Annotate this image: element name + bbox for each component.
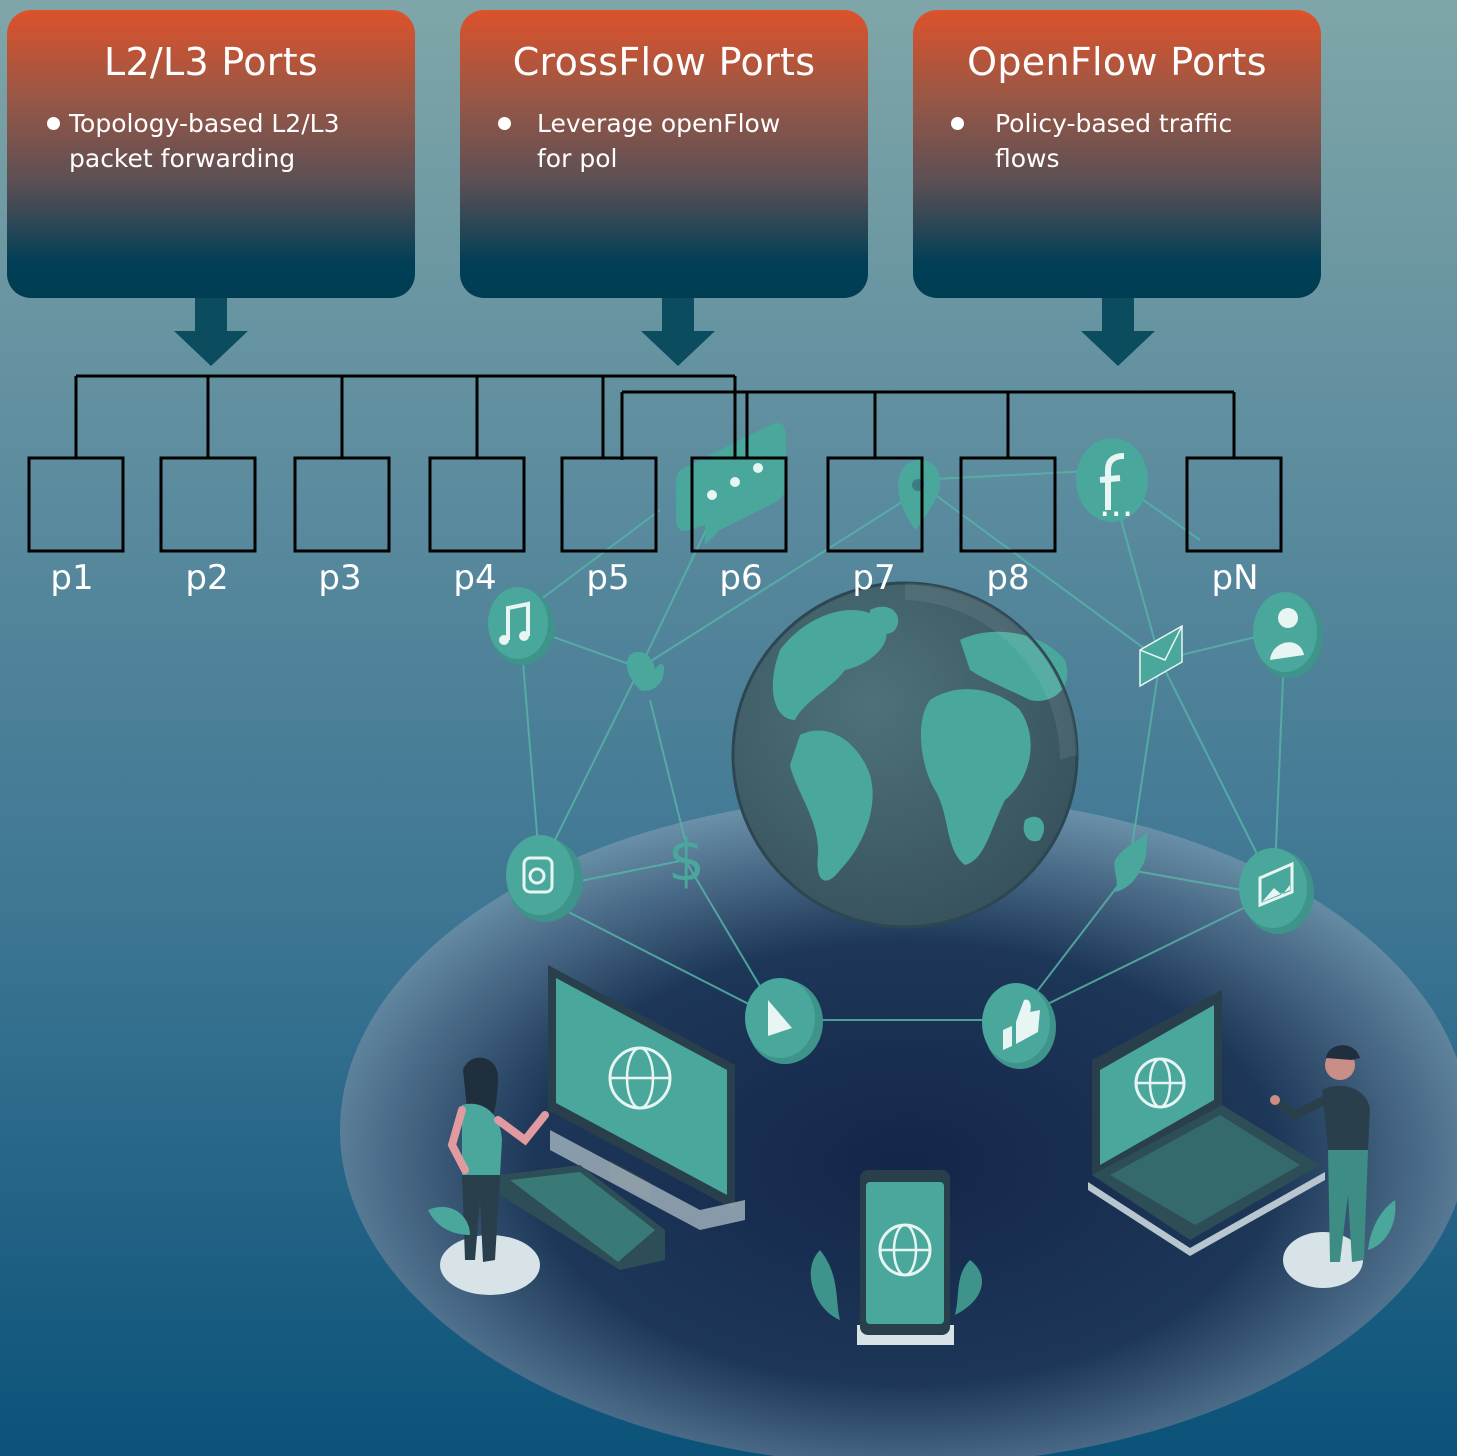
port-label-p6: p6 [719, 558, 763, 598]
openflow-ports-card: OpenFlow Ports Policy-based traffic flow… [913, 10, 1321, 298]
desktop-computer [500, 965, 745, 1270]
laptop [1088, 990, 1325, 1256]
svg-text:$: $ [668, 826, 705, 894]
facebook-icon [1076, 438, 1148, 522]
like-icon [982, 983, 1056, 1069]
port-label-p1: p1 [50, 558, 94, 598]
heart-icon [626, 651, 665, 691]
globe [731, 581, 1079, 929]
platform-disc [340, 795, 1457, 1456]
port-label-p8: p8 [986, 558, 1030, 598]
port-label-p5: p5 [586, 558, 630, 598]
arrow-crossflow [641, 298, 715, 366]
port-box-p6 [690, 456, 788, 553]
dollar-icon: $ [668, 826, 705, 894]
play-icon [745, 978, 823, 1064]
image-icon [1239, 848, 1314, 934]
smartphone [810, 1170, 982, 1345]
port-box-p3 [293, 456, 391, 553]
bullet-dot [951, 117, 964, 130]
card-bullet: Topology-based L2/L3 packet forwarding [69, 109, 340, 173]
port-boxes [27, 456, 1283, 553]
card-bullet: Leverage openFlow for pol [537, 109, 781, 173]
port-label-p4: p4 [453, 558, 497, 598]
crossflow-ports-card: CrossFlow Ports Leverage openFlow for po… [460, 10, 868, 298]
port-label-p2: p2 [185, 558, 229, 598]
chat-icon [676, 423, 786, 545]
port-box-p1 [27, 456, 125, 553]
arrow-l2l3 [174, 298, 248, 366]
instagram-icon [506, 835, 583, 922]
location-icon [898, 459, 941, 530]
port-bus-lines [74, 374, 1236, 460]
bullet-dot [47, 117, 60, 130]
port-label-p7: p7 [852, 558, 896, 598]
card-bullet: Policy-based traffic flows [995, 109, 1233, 173]
plant-left [428, 1206, 470, 1235]
port-box-p4 [428, 456, 526, 553]
user-icon [1253, 592, 1323, 678]
plant-right [1368, 1200, 1396, 1250]
port-box-p2 [159, 456, 257, 553]
port-box-p8 [959, 456, 1057, 553]
mail-icon [1139, 624, 1183, 688]
l2l3-ports-card: L2/L3 Ports Topology-based L2/L3 packet … [7, 10, 415, 298]
card-title: CrossFlow Ports [512, 40, 816, 84]
music-icon [488, 587, 555, 665]
port-label-pn: pN [1211, 558, 1259, 598]
card-title: L2/L3 Ports [103, 40, 318, 84]
bullet-dot [498, 117, 511, 130]
twitter-icon [1114, 832, 1148, 892]
person-man [1270, 1045, 1370, 1288]
port-box-p5 [560, 456, 658, 553]
person-woman [440, 1057, 549, 1295]
card-title: OpenFlow Ports [967, 40, 1267, 84]
port-box-pn [1185, 456, 1283, 553]
arrow-openflow [1081, 298, 1155, 366]
port-label-p3: p3 [318, 558, 362, 598]
ellipsis-label: ... [1099, 484, 1133, 525]
port-box-p7 [826, 456, 924, 553]
